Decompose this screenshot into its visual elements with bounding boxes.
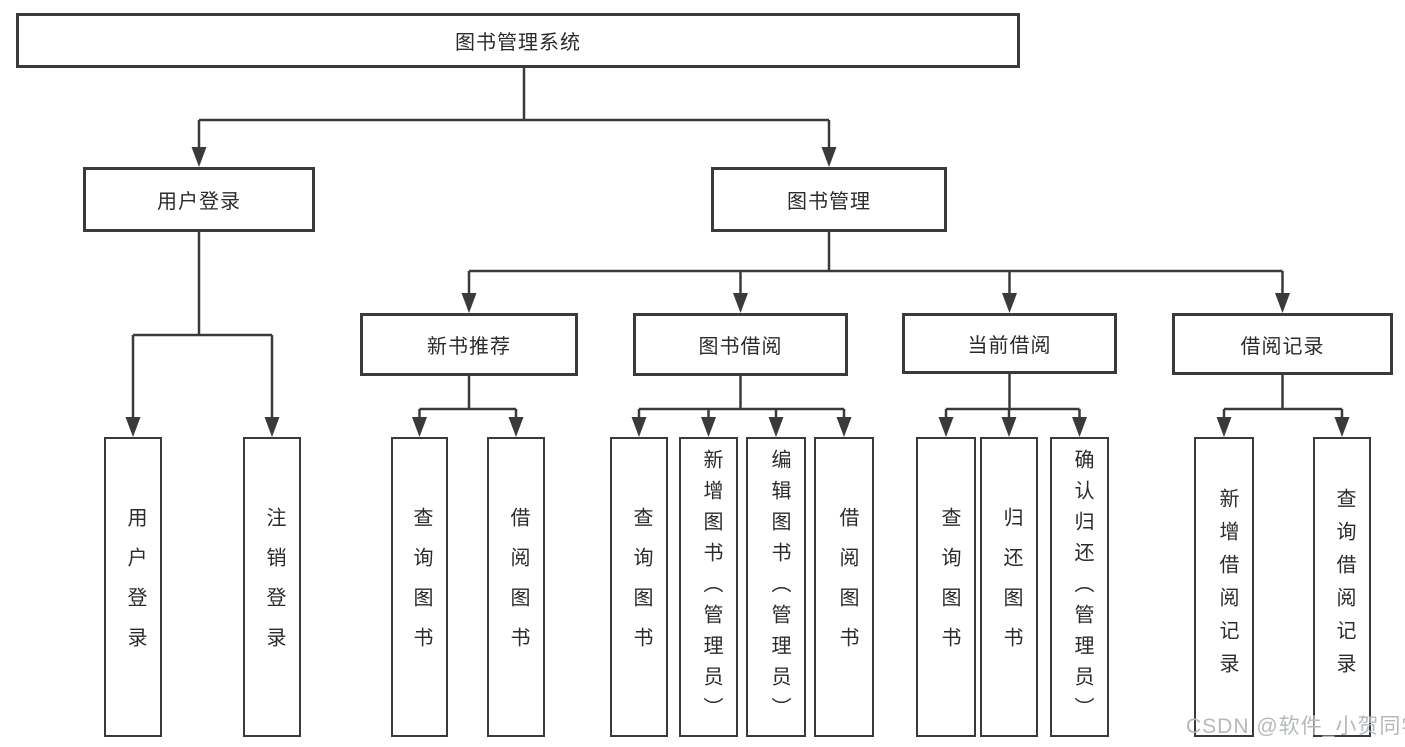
- arrow-down-icon: [1334, 417, 1350, 437]
- connector-root-to-level2: [197, 68, 831, 150]
- arrow-down-icon: [768, 417, 784, 437]
- leaf-return-books: 归还图书: [980, 437, 1038, 737]
- node-new-book-recommend: 新书推荐: [360, 313, 578, 376]
- connector-new-book-recommend-group: [418, 376, 518, 420]
- arrow-down-icon: [125, 417, 141, 437]
- connector-book-management-group: [467, 232, 1284, 296]
- leaf-query-books-recommend: 查询图书: [391, 437, 448, 737]
- connector-lines: [131, 68, 1344, 420]
- node-book-borrow: 图书借阅: [633, 313, 848, 376]
- leaf-query-borrow-record: 查询借阅记录: [1313, 437, 1371, 737]
- leaf-add-borrow-record: 新增借阅记录: [1194, 437, 1254, 737]
- arrowheads: [125, 147, 1350, 437]
- arrow-down-icon: [508, 417, 524, 437]
- leaf-logout: 注销登录: [243, 437, 301, 737]
- connector-book-borrow-group: [637, 376, 846, 420]
- connector-borrow-records-group: [1222, 375, 1344, 420]
- leaf-add-books-admin: 新增图书（管理员）: [679, 437, 738, 737]
- arrow-down-icon: [264, 417, 280, 437]
- leaf-confirm-return-admin: 确认归还（管理员）: [1050, 437, 1109, 737]
- arrow-down-icon: [1072, 417, 1087, 437]
- arrow-down-icon: [938, 417, 954, 437]
- leaf-user-login: 用户登录: [104, 437, 162, 737]
- node-book-management: 图书管理: [711, 167, 947, 232]
- leaf-edit-books-admin: 编辑图书（管理员）: [746, 437, 806, 737]
- arrow-down-icon: [1216, 417, 1232, 437]
- arrow-down-icon: [1275, 293, 1290, 313]
- node-book-management-system: 图书管理系统: [16, 13, 1020, 68]
- leaf-borrow-books-recommend: 借阅图书: [487, 437, 545, 737]
- watermark: CSDN @软件_小贺同学: [1186, 715, 1405, 738]
- arrow-down-icon: [821, 147, 837, 167]
- node-current-borrow: 当前借阅: [902, 313, 1117, 374]
- arrow-down-icon: [836, 417, 852, 437]
- leaf-query-books-borrow: 查询图书: [610, 437, 668, 737]
- arrow-down-icon: [1002, 293, 1017, 313]
- arrow-down-icon: [701, 417, 716, 437]
- arrow-down-icon: [1001, 417, 1017, 437]
- arrow-down-icon: [191, 147, 207, 167]
- connector-user-login-group: [131, 232, 274, 420]
- arrow-down-icon: [631, 417, 647, 437]
- connector-current-borrow-group: [944, 374, 1081, 420]
- node-user-login: 用户登录: [83, 167, 315, 232]
- leaf-query-books-current: 查询图书: [916, 437, 976, 737]
- arrow-down-icon: [461, 293, 477, 313]
- leaf-borrow-books: 借阅图书: [814, 437, 874, 737]
- arrow-down-icon: [412, 417, 427, 437]
- arrow-down-icon: [733, 293, 748, 313]
- node-borrow-records: 借阅记录: [1172, 313, 1393, 375]
